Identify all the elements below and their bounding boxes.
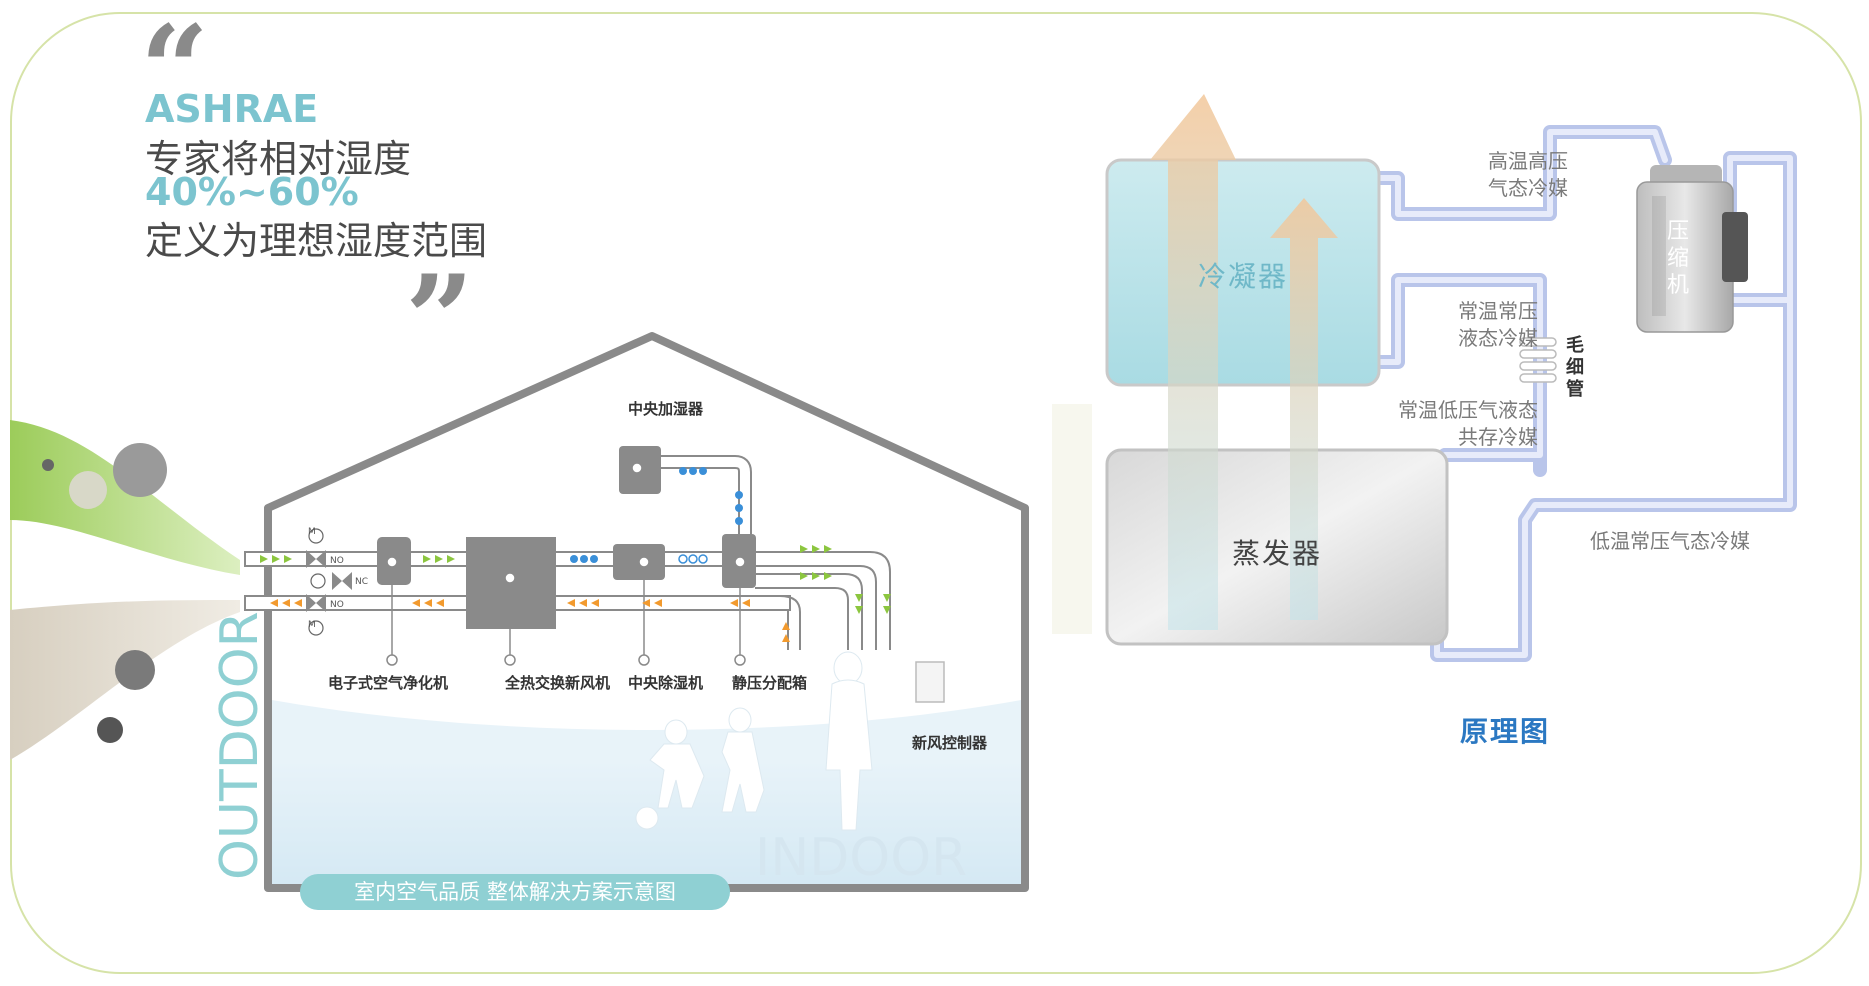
- particle: [69, 471, 107, 509]
- capillary-coil: [1519, 337, 1557, 383]
- mixed-label: 常温低压气液态 共存冷媒: [1360, 397, 1538, 451]
- capillary-char: 管: [1566, 379, 1584, 400]
- particle: [115, 650, 155, 690]
- humidity-range: 40%~60%: [145, 170, 359, 214]
- purifier-label: 电子式空气净化机: [328, 674, 449, 692]
- clean-air-swoosh: [10, 420, 240, 575]
- humidifier-label: 中央加湿器: [628, 400, 704, 418]
- capillary-char: 细: [1566, 357, 1584, 378]
- evaporator-label: 蒸发器: [1232, 537, 1323, 570]
- compressor-char: 机: [1666, 273, 1689, 298]
- quote-line2: 定义为理想湿度范围: [145, 219, 488, 263]
- quote-line1: 专家将相对湿度: [145, 137, 412, 181]
- valve-m-bottom: M: [308, 620, 316, 630]
- particle: [113, 443, 167, 497]
- indoor-label: INDOOR: [755, 828, 968, 888]
- liquid-line: 液态冷媒: [1458, 326, 1538, 350]
- return-branch: [779, 595, 801, 650]
- dirty-air-swoosh: [10, 600, 240, 760]
- erv-label: 全热交换新风机: [505, 674, 611, 692]
- capillary-label: 毛 细 管: [1566, 335, 1588, 401]
- return-branch-b: [787, 609, 790, 650]
- compressor-char: 缩: [1666, 246, 1689, 271]
- people-silhouettes: [635, 651, 873, 831]
- hp-gas-line: 高温高压: [1488, 149, 1568, 173]
- open-quote-mark: “: [140, 0, 210, 140]
- return-arrows: [270, 599, 790, 642]
- ashrae-label: ASHRAE: [145, 87, 319, 131]
- valve-group: [306, 550, 352, 612]
- supply-arrows: [260, 545, 891, 614]
- static-box-label: 静压分配箱: [732, 674, 808, 692]
- controller-panel: [915, 661, 945, 703]
- faint-strip: [1052, 404, 1092, 634]
- particle: [97, 717, 123, 743]
- branch-duct-2: [755, 573, 863, 650]
- dehumidifier-label: 中央除湿机: [628, 674, 704, 692]
- accumulator: [1722, 212, 1748, 282]
- outdoor-label: OUTDOOR: [210, 611, 270, 880]
- liquid-label: 常温常压 液态冷媒: [1410, 298, 1538, 352]
- hp-gas-label: 高温高压 气态冷媒: [1440, 148, 1568, 202]
- valve-m-top: M: [308, 527, 316, 537]
- condenser-label: 冷凝器: [1198, 260, 1289, 293]
- capillary-char: 毛: [1566, 335, 1584, 356]
- branch-duct-1b: [755, 565, 877, 650]
- compressor-label: 压 缩 机: [1658, 218, 1698, 299]
- lp-gas-label: 低温常压气态冷媒: [1590, 529, 1750, 553]
- valve-no-bottom: NO: [330, 600, 344, 610]
- valve-nc: NC: [355, 577, 369, 587]
- mixed-line: 常温低压气液态: [1398, 398, 1538, 422]
- valve-no-top: NO: [330, 556, 344, 566]
- humidifier-duct-inner: [660, 457, 750, 538]
- branch-duct-2b: [755, 587, 849, 650]
- solution-caption: 室内空气品质 整体解决方案示意图: [300, 874, 730, 910]
- airflow-arrow-right: [1270, 198, 1338, 620]
- principle-diagram-title: 原理图: [1460, 715, 1551, 748]
- mixed-line: 共存冷媒: [1458, 425, 1538, 449]
- controller-label: 新风控制器: [912, 734, 988, 752]
- branch-duct-1: [755, 551, 891, 650]
- liquid-line: 常温常压: [1458, 299, 1538, 323]
- compressor-char: 压: [1666, 219, 1689, 244]
- particle: [42, 459, 54, 471]
- close-quote-mark: ”: [405, 249, 475, 390]
- airflow-arrow-left: [1150, 94, 1236, 630]
- humid-dots: [570, 467, 743, 563]
- hp-gas-line: 气态冷媒: [1488, 176, 1568, 200]
